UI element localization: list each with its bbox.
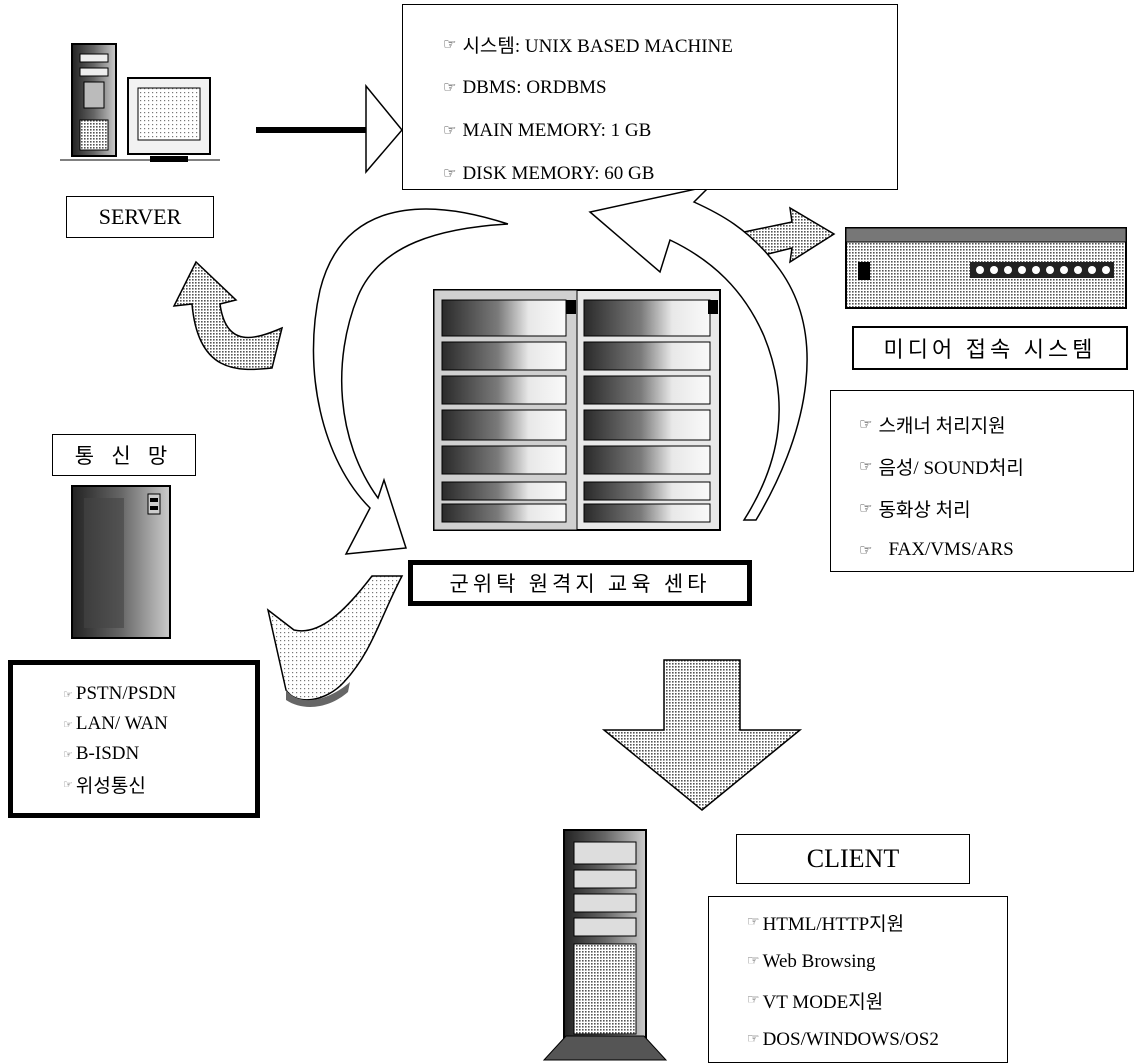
pointing-hand-icon: ☞: [63, 688, 73, 701]
client-feature-item: ☞ HTML/HTTP지원: [747, 903, 1007, 942]
center-to-network-arrow: [266, 575, 404, 707]
pointing-hand-icon: ☞: [443, 80, 457, 96]
client-label: CLIENT: [736, 834, 970, 884]
network-cabinet-icon: [71, 485, 171, 639]
pointing-hand-icon: ☞: [443, 166, 457, 182]
server-spec-text: MAIN MEMORY: 1 GB: [462, 119, 652, 141]
client-feature-item: ☞ VT MODE지원: [747, 981, 1007, 1020]
media-feature-item: ☞ 스캐너 처리지원: [859, 403, 1133, 445]
client-feature-text: HTML/HTTP지원: [762, 914, 905, 935]
media-feature-text: FAX/VMS/ARS: [888, 539, 1014, 560]
pointing-hand-icon: ☞: [747, 993, 760, 1008]
client-feature-text: Web Browsing: [762, 950, 876, 972]
server-spec-text: DBMS: ORDBMS: [462, 76, 607, 98]
pointing-hand-icon: ☞: [859, 542, 873, 559]
center-label: 군위탁 원격지 교육 센타: [408, 560, 752, 606]
server-spec-text: DISK MEMORY: 60 GB: [462, 162, 655, 184]
media-feature-box: ☞ 스캐너 처리지원 ☞ 음성/ SOUND처리 ☞ 동화상 처리 ☞ FAX/…: [830, 390, 1134, 572]
media-feature-item: ☞ 동화상 처리: [859, 487, 1133, 529]
server-spec-item: ☞ MAIN MEMORY: 1 GB: [443, 109, 897, 152]
media-label-text: 미디어 접속 시스템: [883, 337, 1097, 362]
client-feature-text: VT MODE지원: [762, 992, 884, 1013]
media-feature-item: ☞ FAX/VMS/ARS: [859, 529, 1133, 571]
client-label-text: CLIENT: [806, 844, 900, 873]
network-label-text: 통 신 망: [74, 444, 174, 468]
network-item: ☞ PSTN/PSDN: [63, 679, 255, 709]
pointing-hand-icon: ☞: [859, 500, 873, 517]
client-feature-item: ☞ DOS/WINDOWS/OS2: [747, 1020, 1007, 1059]
pointing-hand-icon: ☞: [63, 718, 73, 731]
server-spec-box: ☞ 시스템: UNIX BASED MACHINE ☞ DBMS: ORDBMS…: [402, 4, 898, 190]
client-tower-icon: [542, 829, 668, 1061]
network-item-text: PSTN/PSDN: [75, 683, 177, 704]
media-feature-text: 동화상 처리: [878, 499, 971, 521]
network-item: ☞ B-ISDN: [63, 739, 255, 769]
server-spec-item: ☞ DBMS: ORDBMS: [443, 66, 897, 109]
client-feature-text: DOS/WINDOWS/OS2: [762, 1028, 939, 1050]
server-computer-icon: [60, 43, 220, 162]
pointing-hand-icon: ☞: [63, 748, 73, 761]
network-item: ☞ 위성통신: [63, 769, 255, 799]
network-item-text: LAN/ WAN: [75, 713, 168, 734]
client-feature-item: ☞ Web Browsing: [747, 942, 1007, 981]
media-label: 미디어 접속 시스템: [852, 326, 1128, 370]
pointing-hand-icon: ☞: [747, 1032, 760, 1047]
center-rack-icon: [433, 289, 721, 531]
media-feature-item: ☞ 음성/ SOUND처리: [859, 445, 1133, 487]
network-item: ☞ LAN/ WAN: [63, 709, 255, 739]
network-item-text: 위성통신: [75, 775, 146, 797]
server-label-text: SERVER: [98, 204, 182, 229]
media-rack-icon: [845, 227, 1127, 309]
left-curved-arrow: [312, 208, 509, 555]
pointing-hand-icon: ☞: [443, 123, 457, 139]
pointing-hand-icon: ☞: [859, 416, 873, 433]
pointing-hand-icon: ☞: [63, 778, 73, 791]
pointing-hand-icon: ☞: [747, 915, 760, 930]
network-item-box: ☞ PSTN/PSDN ☞ LAN/ WAN ☞ B-ISDN ☞ 위성통신: [8, 660, 260, 818]
server-spec-item: ☞ 시스템: UNIX BASED MACHINE: [443, 23, 897, 66]
center-to-client-arrow: [601, 659, 803, 811]
server-label: SERVER: [66, 196, 214, 238]
media-feature-text: 음성/ SOUND처리: [878, 457, 1024, 479]
pointing-hand-icon: ☞: [859, 458, 873, 475]
network-item-text: B-ISDN: [75, 743, 140, 764]
server-spec-item: ☞ DISK MEMORY: 60 GB: [443, 152, 897, 195]
pointing-hand-icon: ☞: [443, 37, 457, 53]
right-curved-arrow: [588, 184, 808, 521]
server-spec-text: 시스템: UNIX BASED MACHINE: [462, 36, 733, 57]
client-feature-box: ☞ HTML/HTTP지원 ☞ Web Browsing ☞ VT MODE지원…: [708, 896, 1008, 1063]
media-feature-text: 스캐너 처리지원: [878, 415, 1006, 437]
server-to-specs-arrow: [256, 83, 403, 175]
network-label: 통 신 망: [52, 434, 196, 476]
center-to-server-arrow: [172, 260, 284, 371]
center-label-text: 군위탁 원격지 교육 센타: [449, 572, 711, 596]
pointing-hand-icon: ☞: [747, 954, 760, 969]
